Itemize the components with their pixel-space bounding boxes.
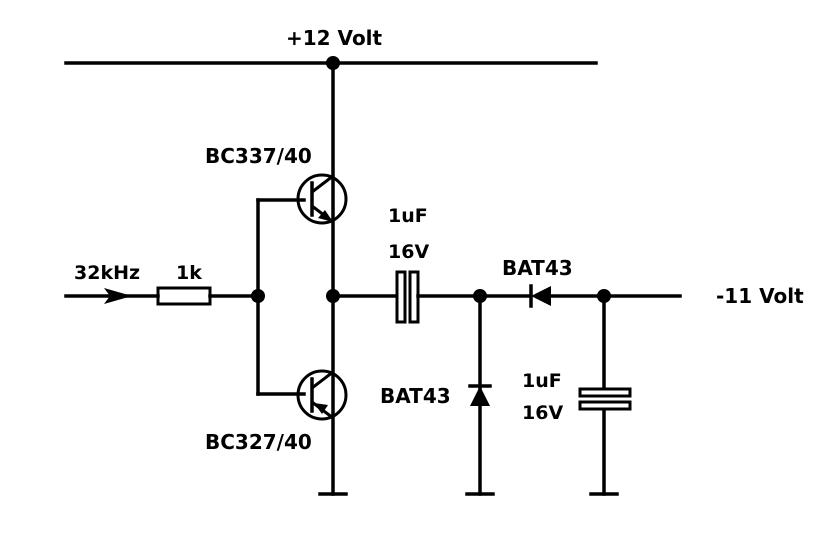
shunt-diode-label: BAT43 — [380, 384, 451, 408]
input-resistor — [156, 286, 212, 306]
junction-dot — [597, 289, 611, 303]
junction-dot — [326, 56, 340, 70]
series-diode-label: BAT43 — [502, 256, 573, 280]
coupling-capacitor-value: 1uF — [388, 205, 428, 227]
coupling-capacitor-voltage: 16V — [388, 241, 429, 263]
shunt-diode — [468, 384, 492, 406]
junction-dot — [251, 289, 265, 303]
junction-dot — [326, 289, 340, 303]
coupling-capacitor — [395, 270, 420, 324]
output-capacitor-voltage: 16V — [522, 402, 563, 424]
resistor-label: 1k — [176, 262, 202, 284]
output-capacitor-value: 1uF — [522, 370, 562, 392]
negative-supply-label: -11 Volt — [716, 284, 804, 308]
lower-transistor — [296, 369, 348, 421]
lower-transistor-label: BC327/40 — [205, 430, 312, 454]
upper-transistor — [296, 173, 348, 225]
output-capacitor — [578, 387, 632, 411]
upper-transistor-label: BC337/40 — [205, 144, 312, 168]
positive-supply-label: +12 Volt — [286, 26, 383, 50]
series-diode — [529, 284, 551, 308]
input-signal-label: 32kHz — [74, 262, 140, 284]
junction-dot — [473, 289, 487, 303]
